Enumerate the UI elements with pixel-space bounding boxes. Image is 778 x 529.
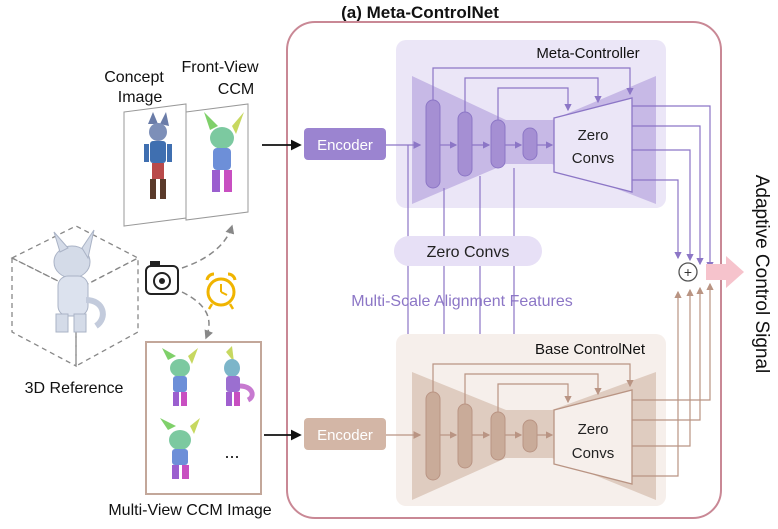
sum-symbol: + bbox=[684, 264, 692, 280]
base-encoder-block bbox=[304, 418, 386, 450]
output-arrow bbox=[706, 256, 744, 288]
front-view-label-2: CCM bbox=[218, 81, 254, 98]
camera-to-multiview-arrow bbox=[181, 291, 213, 340]
camera-to-front-arrow bbox=[181, 224, 235, 269]
middle-zero-convs bbox=[394, 236, 542, 266]
front-view-ccm-card bbox=[185, 103, 249, 221]
meta-level-2 bbox=[457, 111, 473, 177]
character-figure bbox=[144, 112, 172, 199]
multi-view-figure-3 bbox=[160, 418, 200, 479]
base-zero-convs-label: Zero bbox=[578, 421, 609, 438]
front-view-label: Front-View bbox=[181, 59, 259, 76]
multi-view-figure-2 bbox=[224, 346, 255, 406]
base-skip-connections bbox=[432, 282, 714, 477]
multi-view-ellipsis: ... bbox=[224, 442, 239, 462]
meta-encoder-label: Encoder bbox=[317, 137, 373, 154]
reference-cube bbox=[10, 225, 140, 368]
reference-mesh bbox=[53, 229, 106, 333]
concept-image-label-2: Image bbox=[118, 89, 163, 106]
ccm-figure bbox=[204, 112, 244, 192]
middle-zero-convs-label: Zero Convs bbox=[427, 244, 510, 261]
base-level-2 bbox=[457, 403, 473, 469]
meta-skip-connections bbox=[432, 67, 714, 270]
multi-view-ccm-box bbox=[145, 341, 262, 495]
meta-level-1 bbox=[425, 99, 441, 189]
multi-view-label: Multi-View CCM Image bbox=[108, 502, 271, 519]
meta-controller-title: Meta-Controller bbox=[536, 45, 639, 62]
base-level-1 bbox=[425, 391, 441, 481]
concept-image-label: Concept bbox=[104, 69, 164, 86]
base-zero-convs-label-2: Convs bbox=[572, 445, 615, 462]
base-controlnet-title: Base ControlNet bbox=[535, 341, 646, 358]
alignment-features-label: Multi-Scale Alignment Features bbox=[351, 293, 572, 310]
meta-level-4 bbox=[522, 127, 538, 161]
adaptive-control-signal-label: Adaptive Control Signal bbox=[751, 175, 772, 374]
meta-encoder-block bbox=[304, 128, 386, 160]
diagram-title: (a) Meta-ControlNet bbox=[341, 3, 499, 22]
meta-zero-convs-label: Zero bbox=[578, 127, 609, 144]
meta-zero-convs-block bbox=[553, 97, 633, 193]
multi-view-figure-1 bbox=[162, 348, 198, 406]
concept-image-card bbox=[123, 103, 187, 227]
base-zero-convs-block bbox=[553, 389, 633, 485]
meta-level-3 bbox=[490, 119, 506, 169]
reference-label: 3D Reference bbox=[25, 380, 124, 397]
alarm-clock-icon bbox=[205, 272, 237, 310]
camera-icon bbox=[145, 261, 179, 295]
base-encoder-label: Encoder bbox=[317, 427, 373, 444]
meta-zero-convs-label-2: Convs bbox=[572, 150, 615, 167]
base-level-4 bbox=[522, 419, 538, 453]
base-level-3 bbox=[490, 411, 506, 461]
sum-node bbox=[678, 262, 698, 282]
